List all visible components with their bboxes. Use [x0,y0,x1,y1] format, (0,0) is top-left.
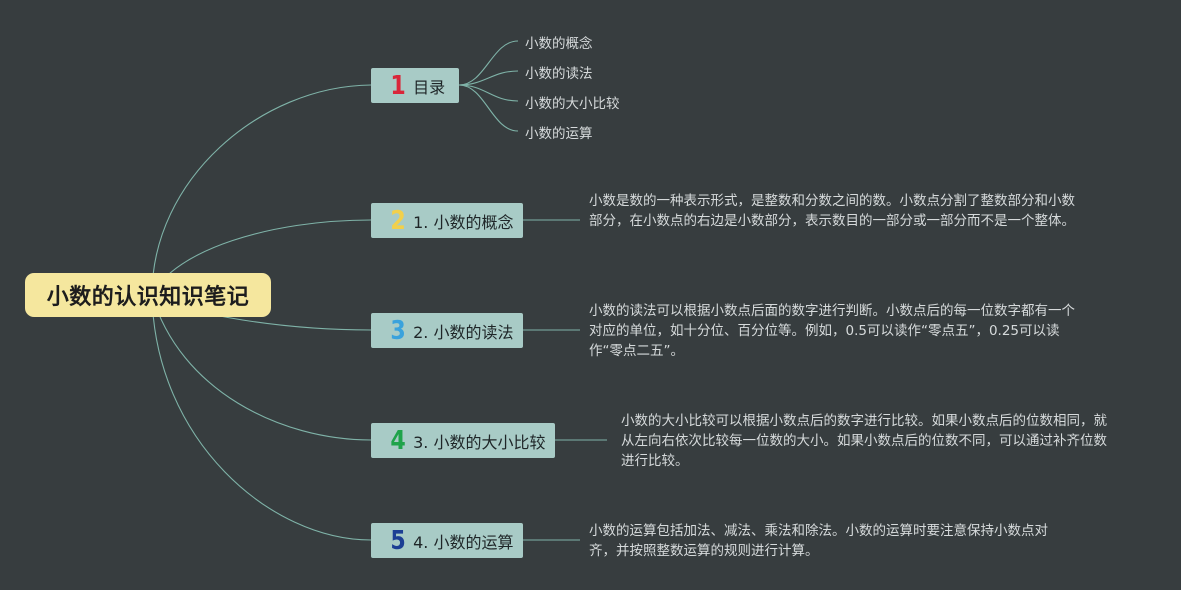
topic-label: 3. 小数的大小比较 [413,432,546,452]
connector-toc-4 [458,84,519,132]
topic-label: 1. 小数的概念 [413,212,514,232]
topic-label: 2. 小数的读法 [413,322,514,342]
badge-3-icon: 3 [390,315,406,346]
root-node[interactable]: 小数的认识知识笔记 [25,273,271,317]
description-concept: 小数是数的一种表示形式，是整数和分数之间的数。小数点分割了整数部分和小数部分，在… [589,193,1075,229]
toc-item-concept[interactable]: 小数的概念 [525,36,593,52]
topic-comparison[interactable]: 4 3. 小数的大小比较 [371,423,555,458]
connector-root-topic-1 [151,84,372,296]
topic-label: 4. 小数的运算 [413,532,514,552]
badge-4-icon: 4 [390,425,406,456]
badge-2-icon: 2 [390,205,406,236]
description-reading: 小数的读法可以根据小数点后面的数字进行判断。小数点后的每一位数字都有一个对应的单… [589,303,1075,359]
topic-label: 目录 [413,77,446,97]
topic-operations[interactable]: 5 4. 小数的运算 [371,523,523,558]
topic-reading[interactable]: 3 2. 小数的读法 [371,313,523,348]
root-title: 小数的认识知识笔记 [46,285,250,310]
toc-item-comparison[interactable]: 小数的大小比较 [525,96,620,112]
description-comparison: 小数的大小比较可以根据小数点后的数字进行比较。如果小数点后的位数相同，就从左向右… [621,413,1107,469]
connector-toc-1 [458,40,519,86]
connector-root-topic-4 [151,294,372,441]
connector-toc-3 [458,84,519,102]
topic-concept[interactable]: 2 1. 小数的概念 [371,203,523,238]
connector-toc-2 [458,70,519,86]
description-operations: 小数的运算包括加法、减法、乘法和除法。小数的运算时要注意保持小数点对齐，并按照整… [589,523,1048,559]
connector-root-topic-5 [151,294,372,541]
toc-item-reading[interactable]: 小数的读法 [525,66,593,82]
badge-5-icon: 5 [390,525,406,556]
topic-toc[interactable]: 1 目录 [371,68,459,103]
badge-1-icon: 1 [390,70,406,101]
toc-item-operations[interactable]: 小数的运算 [525,126,593,142]
